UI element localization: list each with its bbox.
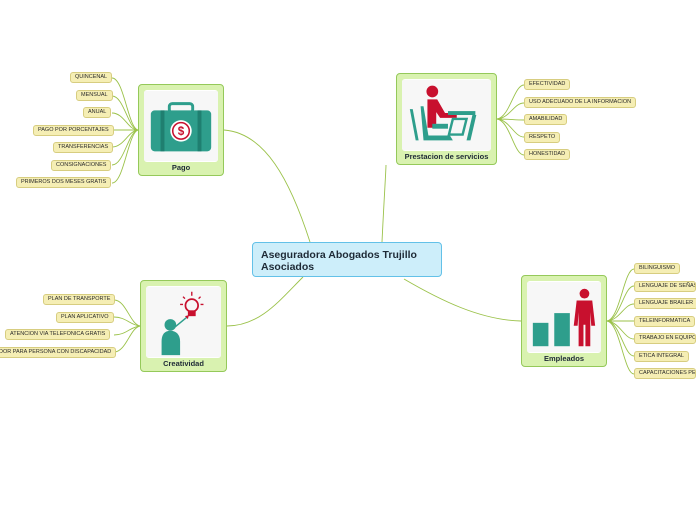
central-topic-title: Aseguradora Abogados Trujillo Asociados [261,249,417,273]
prestacion-node[interactable]: Prestacion de servicios [396,73,497,165]
prestacion-item[interactable]: USO ADECUADO DE LA INFORMACION [524,97,637,108]
pago-item[interactable]: TRANSFERENCIAS [53,142,114,153]
empleados-node[interactable]: Empleados [521,275,607,367]
person-idea-bulb-icon [146,286,221,358]
creatividad-node[interactable]: Creatividad [140,280,227,372]
person-at-desk-icon [402,79,491,151]
pago-item[interactable]: MENSUAL [76,90,113,101]
creatividad-item[interactable]: ATENCION VIA TELEFONICA GRATIS [5,329,111,340]
prestacion-item[interactable]: EFECTIVIDAD [524,79,571,90]
empleados-item[interactable]: TRABAJO EN EQUIPO [634,333,696,344]
empleados-item[interactable]: TELEINFORMATICA [634,316,696,327]
prestacion-item[interactable]: AMABILIDAD [524,114,568,125]
central-topic[interactable]: Aseguradora Abogados Trujillo Asociados [252,242,442,277]
pago-item[interactable]: ANUAL [83,107,112,118]
empleados-item[interactable]: ETICA INTEGRAL [634,351,689,362]
svg-text:$: $ [178,125,185,138]
money-suitcase-icon: $ [144,90,218,162]
creatividad-label: Creatividad [163,359,204,368]
prestacion-item[interactable]: HONESTIDAD [524,149,571,160]
pago-item[interactable]: QUINCENAL [70,72,113,83]
empleados-item[interactable]: CAPACITACIONES PE [634,368,696,379]
pago-node[interactable]: $ Pago [138,84,224,176]
empleados-item[interactable]: LENGUAJE BRAILER [634,298,696,309]
creatividad-item[interactable]: PLAN DE TRANSPORTE [43,294,116,305]
pago-item[interactable]: PRIMEROS DOS MESES GRATIS [16,177,112,188]
empleados-item[interactable]: BILINGUISMO [634,263,681,274]
prestacion-label: Prestacion de servicios [404,152,489,161]
pago-item[interactable]: CONSIGNACIONES [51,160,112,171]
pago-label: Pago [171,163,191,172]
prestacion-item[interactable]: RESPETO [524,132,561,143]
creatividad-item[interactable]: DOR PARA PERSONA CON DISCAPACIDAD [0,347,117,358]
businessman-growth-chart-icon [527,281,601,353]
empleados-label: Empleados [543,354,584,363]
creatividad-item[interactable]: PLAN APLICATIVO [56,312,114,323]
empleados-item[interactable]: LENGUAJE DE SEÑAS [634,281,696,292]
pago-item[interactable]: PAGO POR PORCENTAJES [33,125,114,136]
